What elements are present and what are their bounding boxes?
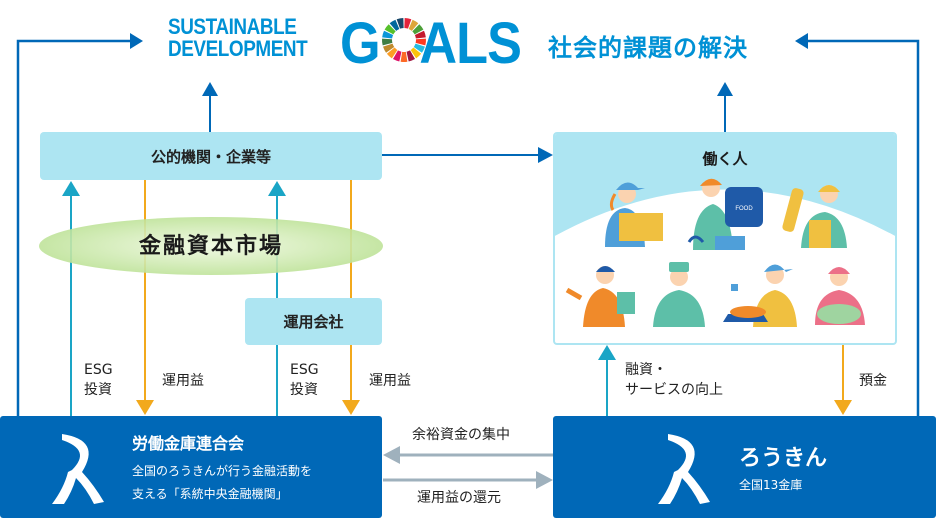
public-box: 公的機関・企業等 <box>40 132 382 180</box>
sdg-line2: DEVELOPMENT <box>168 36 308 61</box>
outer-right-arrow <box>808 39 920 416</box>
market-label: 金融資本市場 <box>138 234 283 259</box>
arrowhead <box>202 82 218 96</box>
office-worker-icon <box>565 266 635 327</box>
sdg-line1: SUSTAINABLE <box>168 14 297 39</box>
arrowhead <box>717 82 733 96</box>
federation-box: 労働金庫連合会 全国のろうきんが行う金融活動を支える「系統中央金融機関」 <box>0 416 382 518</box>
rokin-box: ろうきん 全国13金庫 <box>553 416 936 518</box>
arrowhead <box>136 400 154 415</box>
arrowhead <box>536 471 553 489</box>
chef-icon <box>653 262 705 327</box>
sdg-wheel-segment <box>384 24 396 35</box>
workers-illustration: FOOD <box>555 134 895 327</box>
return-label-2: 運用益 <box>369 373 411 389</box>
delivery-person-icon <box>605 182 663 247</box>
baker-icon <box>723 264 797 327</box>
arrowhead <box>62 181 80 196</box>
arrowhead <box>598 345 616 360</box>
sdg-goals: G ALS <box>340 10 522 77</box>
arrowhead <box>538 147 553 163</box>
arrowhead <box>383 446 400 464</box>
sdg-wheel-segment <box>386 47 398 59</box>
sdg-wheel-segment <box>408 19 419 31</box>
sdg-wheel-segment <box>414 30 426 39</box>
food-bag-text: FOOD <box>735 206 753 212</box>
rokin-subtitle: 全国13金庫 <box>739 478 803 492</box>
federation-title: 労働金庫連合会 <box>132 434 245 453</box>
return-label-1: 運用益 <box>162 373 204 389</box>
sdg-wheel-icon <box>382 18 426 62</box>
sdg-wheel-segment <box>410 47 422 59</box>
sdg-logo: SUSTAINABLE DEVELOPMENT <box>168 16 330 60</box>
sdg-wheel-segment <box>382 38 393 46</box>
asset-manager-box: 運用会社 <box>245 298 382 345</box>
flow-right-label: 運用益の還元 <box>417 490 501 506</box>
slogan: 社会的課題の解決 <box>548 34 748 62</box>
federation-description: 全国のろうきんが行う金融活動を支える「系統中央金融機関」 <box>132 464 313 501</box>
sdg-wheel-segment <box>396 18 404 29</box>
arrowhead <box>795 33 808 49</box>
arrowhead <box>342 400 360 415</box>
sdg-wheel-segment <box>406 50 416 62</box>
sdg-goals-g: G <box>340 11 381 76</box>
sdg-wheel-segment <box>400 51 408 62</box>
inspector-icon <box>782 185 847 248</box>
sdg-wheel-segment <box>389 19 400 31</box>
workers-box: FOOD <box>553 132 897 345</box>
arrowhead <box>130 33 143 49</box>
deposit-label: 預金 <box>859 373 887 389</box>
workers-title: 働く人 <box>702 150 748 168</box>
sdg-wheel-segment <box>392 50 402 62</box>
sdg-wheel-segment <box>383 43 395 53</box>
flow-left-label: 余裕資金の集中 <box>412 427 510 443</box>
arrowhead <box>834 400 852 415</box>
sdg-wheel-segment <box>413 43 425 53</box>
sdg-goals-rest: ALS <box>419 11 522 76</box>
loan-label: 融資・サービスの向上 <box>625 362 723 398</box>
sdg-wheel-segment <box>382 30 394 39</box>
rokin-title: ろうきん <box>739 446 828 471</box>
market-ellipse <box>39 217 383 275</box>
sdg-wheel-segment <box>404 18 412 29</box>
rokin-logo-icon <box>658 434 710 504</box>
arrowhead <box>268 181 286 196</box>
farmer-icon <box>815 267 865 325</box>
cyclist-icon: FOOD <box>687 178 763 250</box>
rokin-logo-icon <box>52 434 104 504</box>
sdg-wheel-segment <box>412 24 424 35</box>
outer-left-arrow <box>16 39 130 416</box>
sdg-wheel-segment <box>415 38 426 46</box>
